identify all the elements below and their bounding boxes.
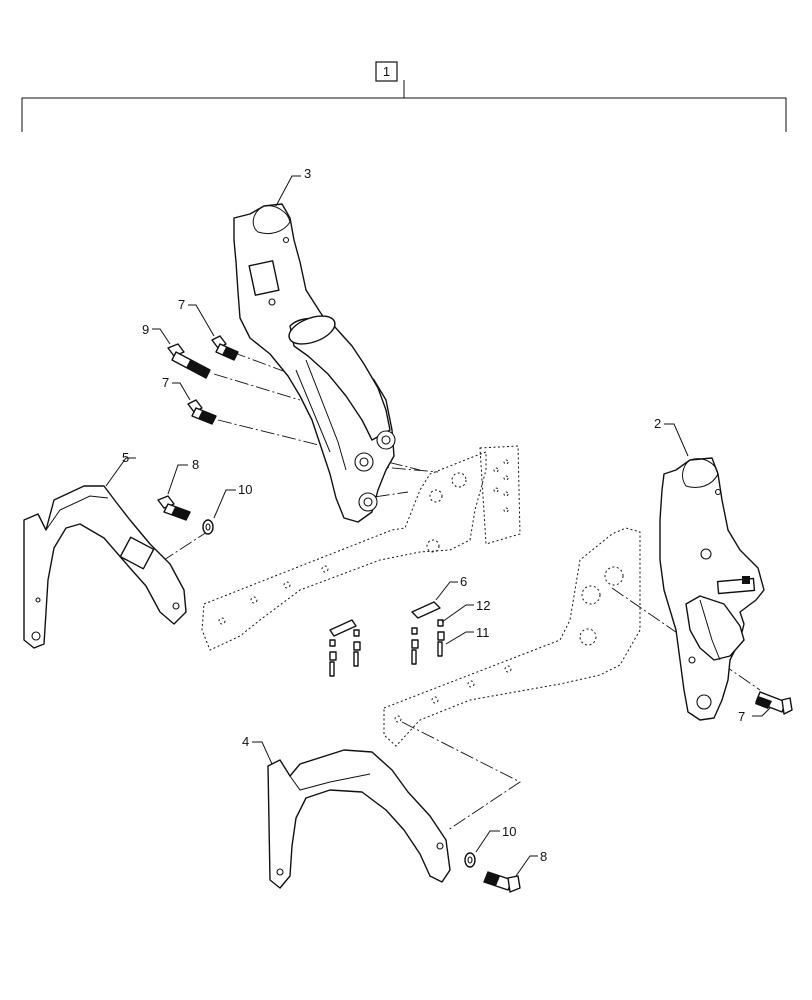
bolt-7-upper: [211, 335, 239, 361]
phantom-left-rail: [201, 445, 521, 651]
callout-7-c: 7: [738, 709, 745, 724]
callout-7-a: 7: [178, 297, 185, 312]
frame-left-part: [233, 203, 396, 523]
washer-10-lower: [464, 852, 476, 868]
callout-6: 6: [460, 574, 467, 589]
callout-2: 2: [654, 416, 661, 431]
callout-8-a: 8: [192, 457, 199, 472]
screws-11-12: [329, 619, 445, 677]
phantom-right-rail: [383, 527, 641, 747]
callout-leaders: [105, 175, 771, 877]
assembly-group-bracket: 1: [21, 61, 787, 132]
bracket-upper-part: [23, 485, 187, 649]
callout-labels: 3 2 5 4 6 7 9 7 8 10 12 11 7 10 8: [122, 166, 745, 864]
bolt-8-lower: [483, 871, 521, 893]
bolt-7-lower: [187, 399, 217, 425]
callout-12: 12: [476, 598, 490, 613]
callout-8-b: 8: [540, 849, 547, 864]
bracket-lower-part: [267, 749, 451, 889]
bolt-7-right: [755, 691, 793, 715]
washer-10-upper: [202, 519, 214, 535]
callout-10-a: 10: [238, 482, 252, 497]
callout-11: 11: [476, 625, 490, 640]
callout-10-b: 10: [502, 824, 516, 839]
callout-4: 4: [242, 734, 249, 749]
bolt-9: [167, 343, 211, 379]
callout-7-b: 7: [162, 375, 169, 390]
callout-9: 9: [142, 322, 149, 337]
callout-5: 5: [122, 450, 129, 465]
assembly-callout-box: [375, 61, 398, 82]
bolt-8-upper: [157, 495, 191, 521]
frame-right-part: [659, 457, 765, 721]
assembly-callout-label: 1: [383, 64, 390, 79]
plate-6-pair: [329, 601, 441, 637]
callout-3: 3: [304, 166, 311, 181]
